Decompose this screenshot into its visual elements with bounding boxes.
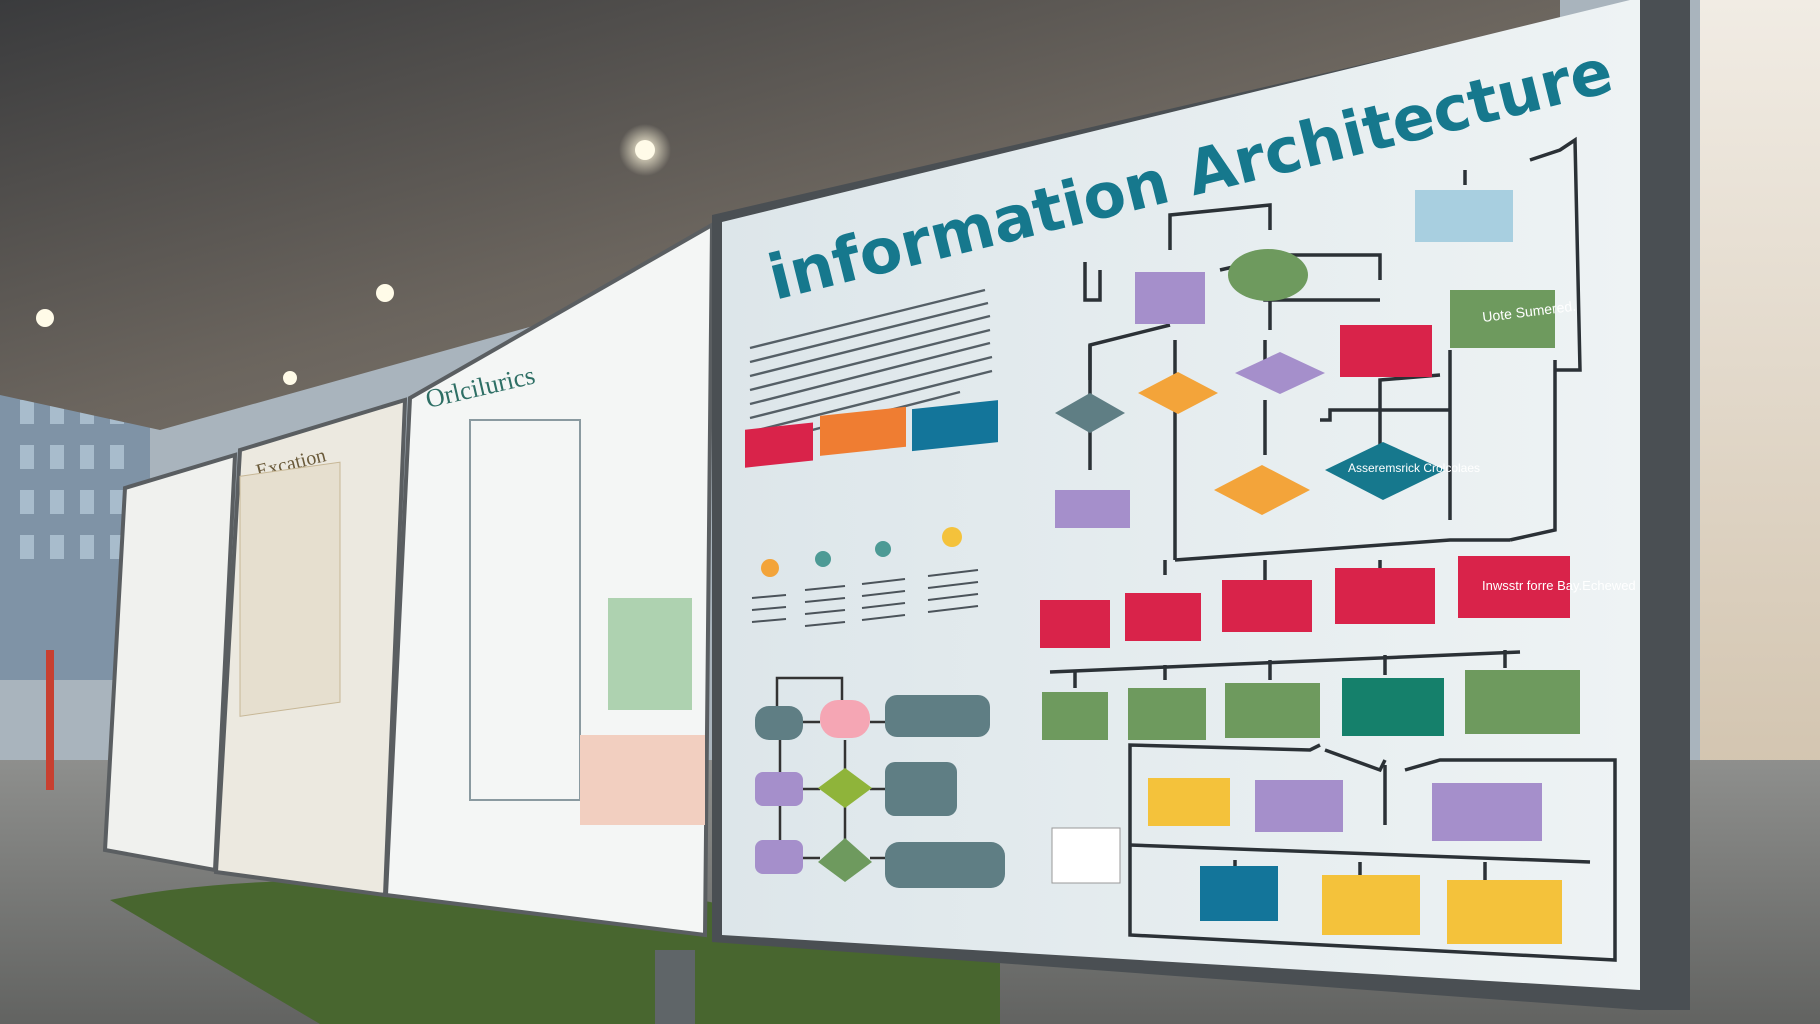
node-yellow-2 [1322, 875, 1420, 935]
node-red-3 [1222, 580, 1312, 632]
flow-node-purple-2 [755, 840, 803, 874]
side-sign-3-diagram [469, 419, 581, 801]
node-green-top-right [1450, 290, 1555, 348]
node-red-5 [1458, 556, 1570, 618]
node-green-ellipse [1228, 249, 1308, 301]
node-green-3 [1225, 683, 1320, 738]
node-green-2 [1128, 688, 1206, 740]
node-teal-bottom [1200, 866, 1278, 921]
node-red-top [1340, 325, 1432, 377]
node-green-1 [1042, 692, 1108, 740]
side-sign-3-green-block [608, 598, 692, 710]
flow-node-slate-wide-2 [885, 842, 1005, 888]
node-yellow-3 [1447, 880, 1562, 944]
node-purple-left [1055, 490, 1130, 528]
node-orange-diamond [1138, 372, 1218, 414]
side-sign-2-table [239, 461, 341, 717]
flow-node-slate-wide [885, 695, 990, 737]
node-green-5 [1465, 670, 1580, 734]
side-sign-1 [102, 452, 238, 873]
node-slate-diamond [1055, 393, 1125, 433]
legend-box-red [745, 422, 813, 468]
legend-box-orange [820, 406, 906, 456]
flow-node-green-diamond [818, 768, 872, 808]
node-yellow-1 [1148, 778, 1230, 826]
node-purple-top [1135, 272, 1205, 324]
node-darkgreen-4 [1342, 678, 1444, 736]
side-sign-3-pink-block [580, 735, 705, 825]
legend-marker [815, 551, 831, 567]
flow-node-slate-square [885, 762, 957, 816]
legend-box-teal [912, 400, 998, 452]
flow-node-pink [820, 700, 870, 738]
node-purple-diamond [1235, 352, 1325, 394]
flow-node-green-diamond-2 [818, 838, 872, 882]
node-white-note [1051, 827, 1121, 884]
legend-marker [942, 527, 962, 547]
node-teal-diamond [1325, 442, 1445, 500]
node-red-4 [1335, 568, 1435, 624]
legend-captions [751, 569, 979, 627]
street-lamp [46, 650, 54, 790]
ceiling-light-bulb [283, 371, 297, 385]
flow-node-slate [755, 706, 803, 740]
legend-marker [875, 541, 891, 557]
node-red-5-label: Inwsstr forre Bay.Echewed [1482, 578, 1636, 593]
node-purple-2 [1255, 780, 1343, 832]
ceiling-light-bulb [36, 309, 54, 327]
ceiling-light-bulb [376, 284, 394, 302]
node-orange-diamond-2 [1214, 465, 1310, 515]
node-red-1 [1040, 600, 1110, 648]
legend-marker [761, 559, 779, 577]
node-red-2 [1125, 593, 1201, 641]
node-teal-diamond-label: Asseremsrick Crolcolaes [1348, 461, 1480, 475]
ceiling-light-bulb [635, 140, 655, 160]
main-sign-board [722, 0, 1640, 990]
flow-node-purple [755, 772, 803, 806]
sign-post [655, 950, 695, 1024]
intro-paragraph [749, 288, 993, 448]
node-lightblue-top [1415, 190, 1513, 242]
node-purple-3 [1432, 783, 1542, 841]
